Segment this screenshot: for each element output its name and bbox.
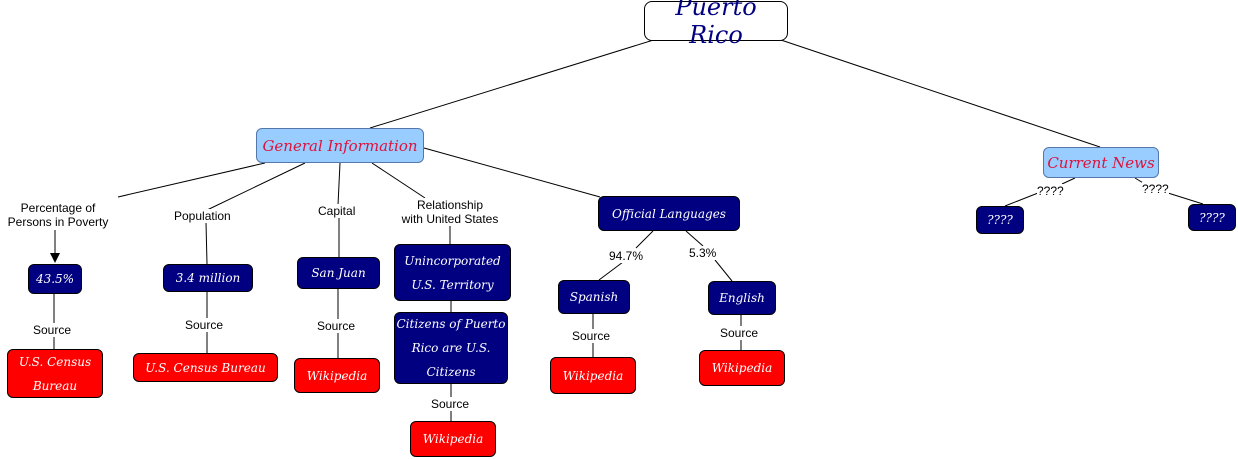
spanish-percent-label: 94.7% <box>609 249 644 263</box>
spanish-node[interactable]: Spanish <box>558 280 630 314</box>
source-label-population: Source <box>185 318 224 332</box>
poverty-link-text: Percentage of Persons in Poverty <box>7 201 109 229</box>
poverty-value-node[interactable]: 43.5% <box>28 264 82 294</box>
source-node-citizens[interactable]: Wikipedia <box>410 421 496 457</box>
general-information-node[interactable]: General Information <box>256 128 424 163</box>
territory-node[interactable]: Unincorporated U.S. Territory <box>394 244 511 301</box>
news-item-1[interactable]: ???? <box>976 206 1024 234</box>
source-node-population[interactable]: U.S. Census Bureau <box>133 353 278 382</box>
source-label-spanish: Source <box>572 329 611 343</box>
source-label-capital: Source <box>317 319 356 333</box>
population-value-node[interactable]: 3.4 million <box>163 264 253 292</box>
capital-value-node[interactable]: San Juan <box>297 257 380 289</box>
source-label-poverty: Source <box>33 323 72 337</box>
current-news-node[interactable]: Current News <box>1043 147 1159 178</box>
relationship-link-text: Relationship with United States <box>401 198 499 226</box>
source-node-poverty[interactable]: U.S. Census Bureau <box>7 349 103 398</box>
poverty-link-label: Percentage of Persons in Poverty <box>2 201 114 229</box>
source-node-capital[interactable]: Wikipedia <box>294 358 380 393</box>
population-link-label: Population <box>174 209 231 223</box>
root-concept[interactable]: Puerto Rico <box>644 0 788 49</box>
relationship-link-label: Relationship with United States <box>388 198 512 226</box>
english-percent-label: 5.3% <box>689 246 717 260</box>
source-label-english: Source <box>720 326 759 340</box>
source-label-citizens: Source <box>431 397 470 411</box>
official-languages-node[interactable]: Official Languages <box>598 196 740 231</box>
source-node-english[interactable]: Wikipedia <box>699 350 785 386</box>
citizens-node[interactable]: Citizens of Puerto Rico are U.S. Citizen… <box>394 312 508 384</box>
news-link-label-2: ???? <box>1142 182 1169 196</box>
news-link-label-1: ???? <box>1037 184 1064 198</box>
capital-link-label: Capital <box>318 204 356 218</box>
news-item-2[interactable]: ???? <box>1188 204 1236 231</box>
english-node[interactable]: English <box>708 281 776 315</box>
source-node-spanish[interactable]: Wikipedia <box>550 357 636 394</box>
